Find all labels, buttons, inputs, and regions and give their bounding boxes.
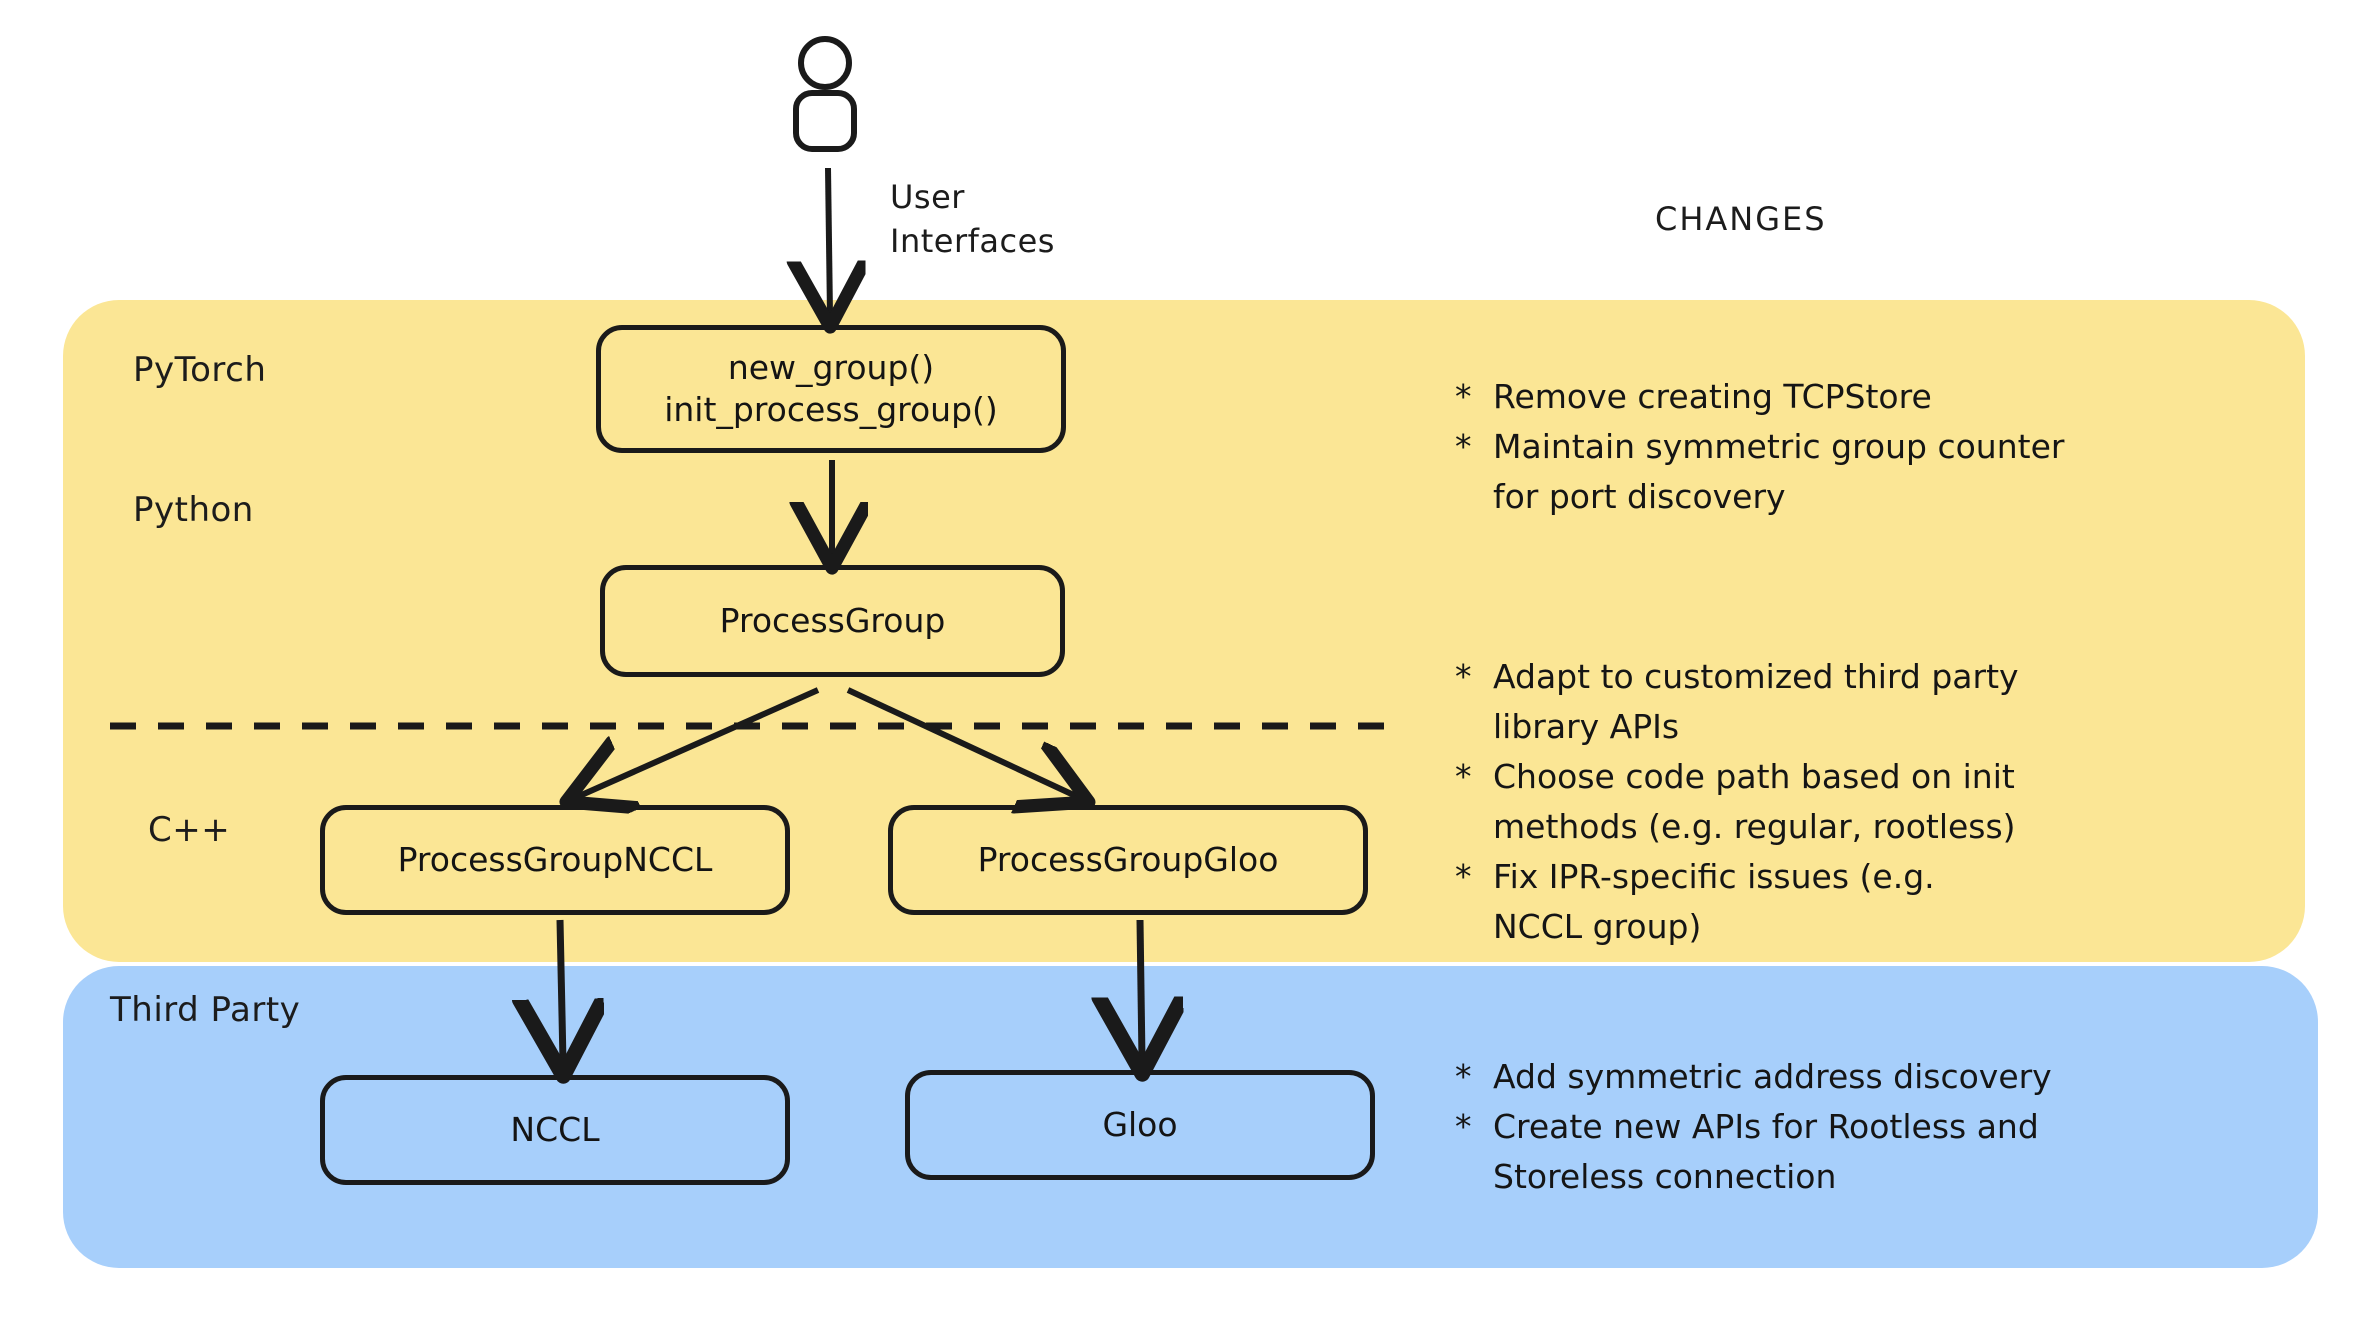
node-gloo[interactable]: Gloo: [905, 1070, 1375, 1180]
change-bullet-text: Adapt to customized third party library …: [1493, 657, 2019, 746]
layer-label-python: Python: [133, 490, 254, 530]
node-new-group[interactable]: new_group() init_process_group(): [596, 325, 1066, 453]
change-bullet-text: Maintain symmetric group counter for por…: [1493, 427, 2065, 516]
changes-header: CHANGES: [1655, 200, 1827, 238]
bullet-star-icon: *: [1455, 857, 1472, 896]
node-process-group-gloo[interactable]: ProcessGroupGloo: [888, 805, 1368, 915]
node-nccl[interactable]: NCCL: [320, 1075, 790, 1185]
change-bullet: * Adapt to customized third party library…: [1455, 652, 2315, 752]
python-cpp-divider: [110, 722, 1400, 730]
layer-label-third-party: Third Party: [110, 990, 301, 1030]
user-interfaces-label: User Interfaces: [890, 178, 1055, 260]
change-bullet: * Add symmetric address discovery: [1455, 1052, 2315, 1102]
bullet-star-icon: *: [1455, 377, 1472, 416]
change-bullet-text: Choose code path based on init methods (…: [1493, 757, 2016, 846]
change-bullet-text: Create new APIs for Rootless and Storele…: [1493, 1107, 2039, 1196]
bullet-star-icon: *: [1455, 657, 1472, 696]
changes-list-third-party: * Add symmetric address discovery * Create …: [1455, 1052, 2315, 1202]
change-bullet: * Maintain symmetric group counter for po…: [1455, 422, 2285, 522]
change-bullet-text: Fix IPR-specific issues (e.g. NCCL group…: [1493, 857, 1935, 946]
node-new-group-line1: new_group(): [727, 348, 935, 387]
node-process-group-label: ProcessGroup: [719, 601, 946, 640]
layer-label-pytorch: PyTorch: [133, 350, 267, 390]
changes-list-cpp: * Adapt to customized third party library…: [1455, 652, 2315, 952]
pytorch-layer-panel: [63, 300, 2305, 962]
node-process-group-nccl[interactable]: ProcessGroupNCCL: [320, 805, 790, 915]
bullet-star-icon: *: [1455, 1057, 1472, 1096]
node-process-group-gloo-label: ProcessGroupGloo: [977, 840, 1279, 879]
node-process-group[interactable]: ProcessGroup: [600, 565, 1065, 677]
node-new-group-line2: init_process_group(): [664, 390, 998, 429]
change-bullet-text: Add symmetric address discovery: [1493, 1057, 2052, 1096]
change-bullet: * Remove creating TCPStore: [1455, 372, 2285, 422]
third-party-layer-panel: [63, 966, 2318, 1268]
change-bullet-text: Remove creating TCPStore: [1493, 377, 1932, 416]
person-icon: [793, 36, 857, 152]
change-bullet: * Choose code path based on init methods …: [1455, 752, 2315, 852]
changes-list-pytorch-python: * Remove creating TCPStore * Maintain symme…: [1455, 372, 2285, 522]
bullet-star-icon: *: [1455, 757, 1472, 796]
change-bullet: * Fix IPR-specific issues (e.g. NCCL grou…: [1455, 852, 2315, 952]
node-nccl-label: NCCL: [510, 1110, 600, 1149]
layer-label-cpp: C++: [148, 810, 231, 850]
node-process-group-nccl-label: ProcessGroupNCCL: [397, 840, 713, 879]
node-gloo-label: Gloo: [1102, 1105, 1178, 1144]
bullet-star-icon: *: [1455, 427, 1472, 466]
bullet-star-icon: *: [1455, 1107, 1472, 1146]
change-bullet: * Create new APIs for Rootless and Storel…: [1455, 1102, 2315, 1202]
